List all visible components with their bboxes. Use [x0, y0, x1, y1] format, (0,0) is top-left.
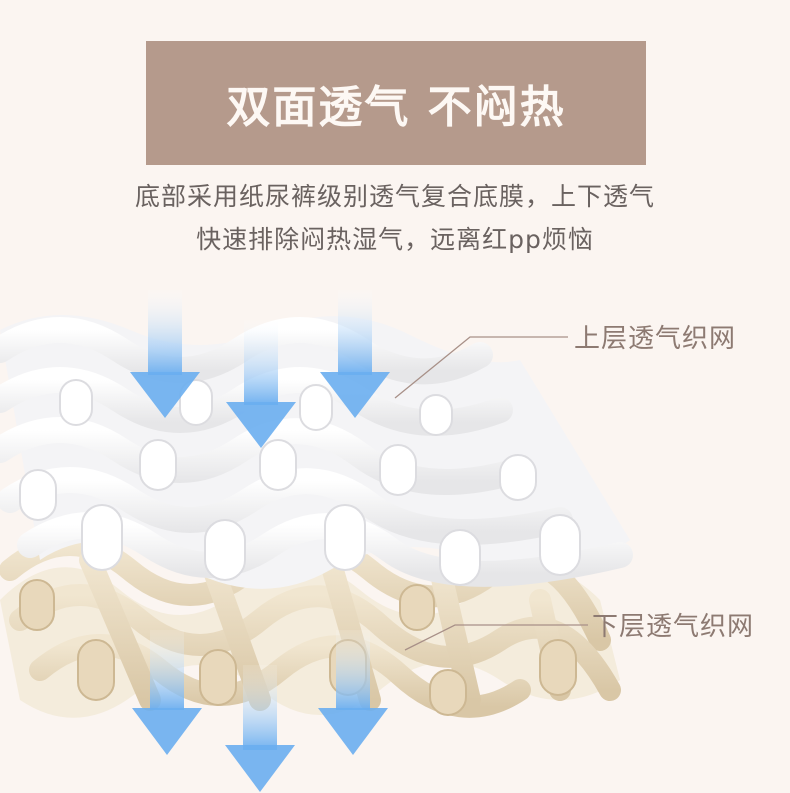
- down-arrow-icon: [226, 320, 296, 448]
- lower-mesh-label: 下层透气织网: [592, 612, 755, 642]
- description-line-2: 快速排除闷热湿气，远离红pp烦恼: [196, 225, 594, 254]
- down-arrow-icon: [132, 630, 202, 755]
- down-arrow-icon: [320, 290, 390, 418]
- page-title: 双面透气 不闷热: [226, 82, 566, 133]
- title-banner: 双面透气 不闷热: [146, 41, 646, 165]
- upper-mesh-label: 上层透气织网: [574, 324, 737, 354]
- airflow-arrows: [130, 290, 390, 792]
- description-line-1: 底部采用纸尿裤级别透气复合底膜，上下透气: [134, 182, 655, 211]
- upper-leader-line: [394, 336, 568, 399]
- down-arrow-icon: [225, 665, 295, 792]
- down-arrow-icon: [130, 290, 200, 418]
- down-arrow-icon: [318, 630, 388, 755]
- upper-mesh: [0, 315, 633, 589]
- lower-leader-line: [404, 624, 588, 651]
